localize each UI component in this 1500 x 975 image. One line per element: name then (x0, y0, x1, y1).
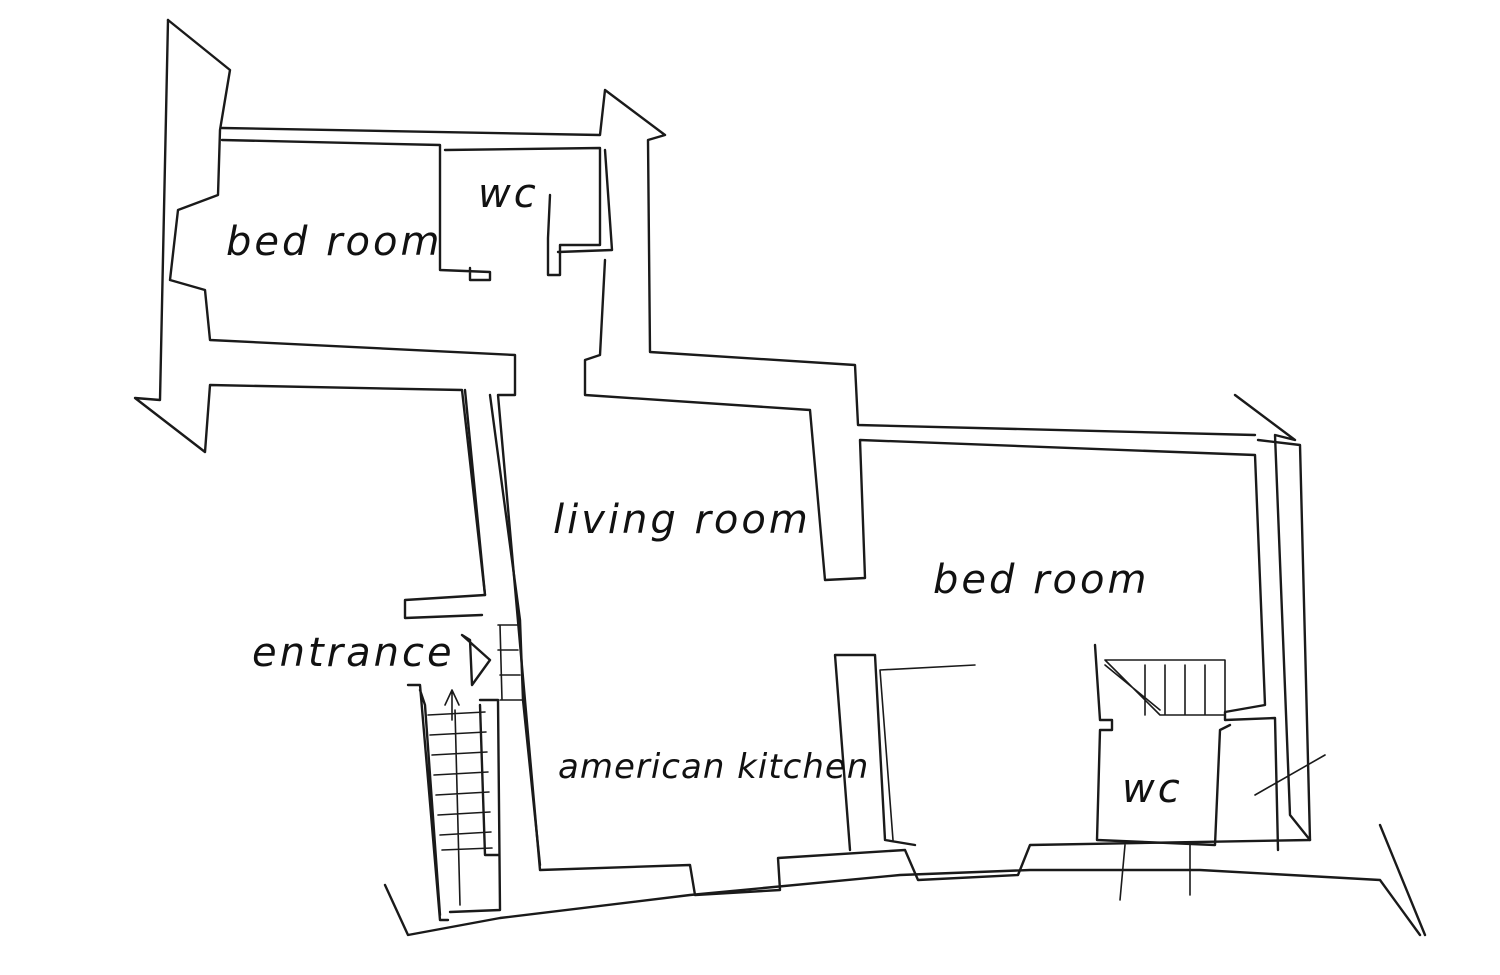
label-wc-bottom: wc (1122, 766, 1183, 812)
wc-bottom-enclosure (1093, 643, 1232, 847)
stair-treads (427, 709, 493, 906)
room-labels: bed room wc living room bed room entranc… (226, 171, 1183, 812)
label-american-kitchen: american kitchen (558, 747, 869, 787)
entrance-door-frame (497, 624, 523, 701)
stair-right-stringer (448, 698, 502, 914)
stair-arrow (444, 689, 460, 721)
living-left-partition (403, 388, 542, 867)
internal-walls (403, 388, 1326, 901)
label-bedroom-right: bed room (933, 557, 1149, 603)
top-wall (220, 88, 1257, 437)
label-living-room: living room (553, 497, 811, 543)
entrance-staircase (406, 624, 523, 922)
label-bedroom-top: bed room (226, 219, 442, 265)
kitchen-bed-partition (833, 653, 917, 852)
outer-walls (133, 18, 1427, 937)
bedroom-right-inner-wall (879, 664, 976, 841)
bottom-wall (383, 868, 1422, 937)
top-wall-inner (220, 138, 602, 282)
right-outer-edge (1233, 393, 1427, 937)
wc-top-right (556, 148, 1280, 852)
stair-left-stringer (406, 683, 450, 922)
entrance-door (460, 633, 492, 687)
label-entrance: entrance (252, 630, 455, 676)
stair-right (1104, 659, 1226, 716)
door-swing-right (1254, 754, 1326, 796)
bottom-partitions (1119, 844, 1191, 901)
left-masonry-wall (166, 18, 1312, 897)
label-wc-top: wc (478, 171, 539, 217)
left-outer-edge (133, 18, 487, 597)
